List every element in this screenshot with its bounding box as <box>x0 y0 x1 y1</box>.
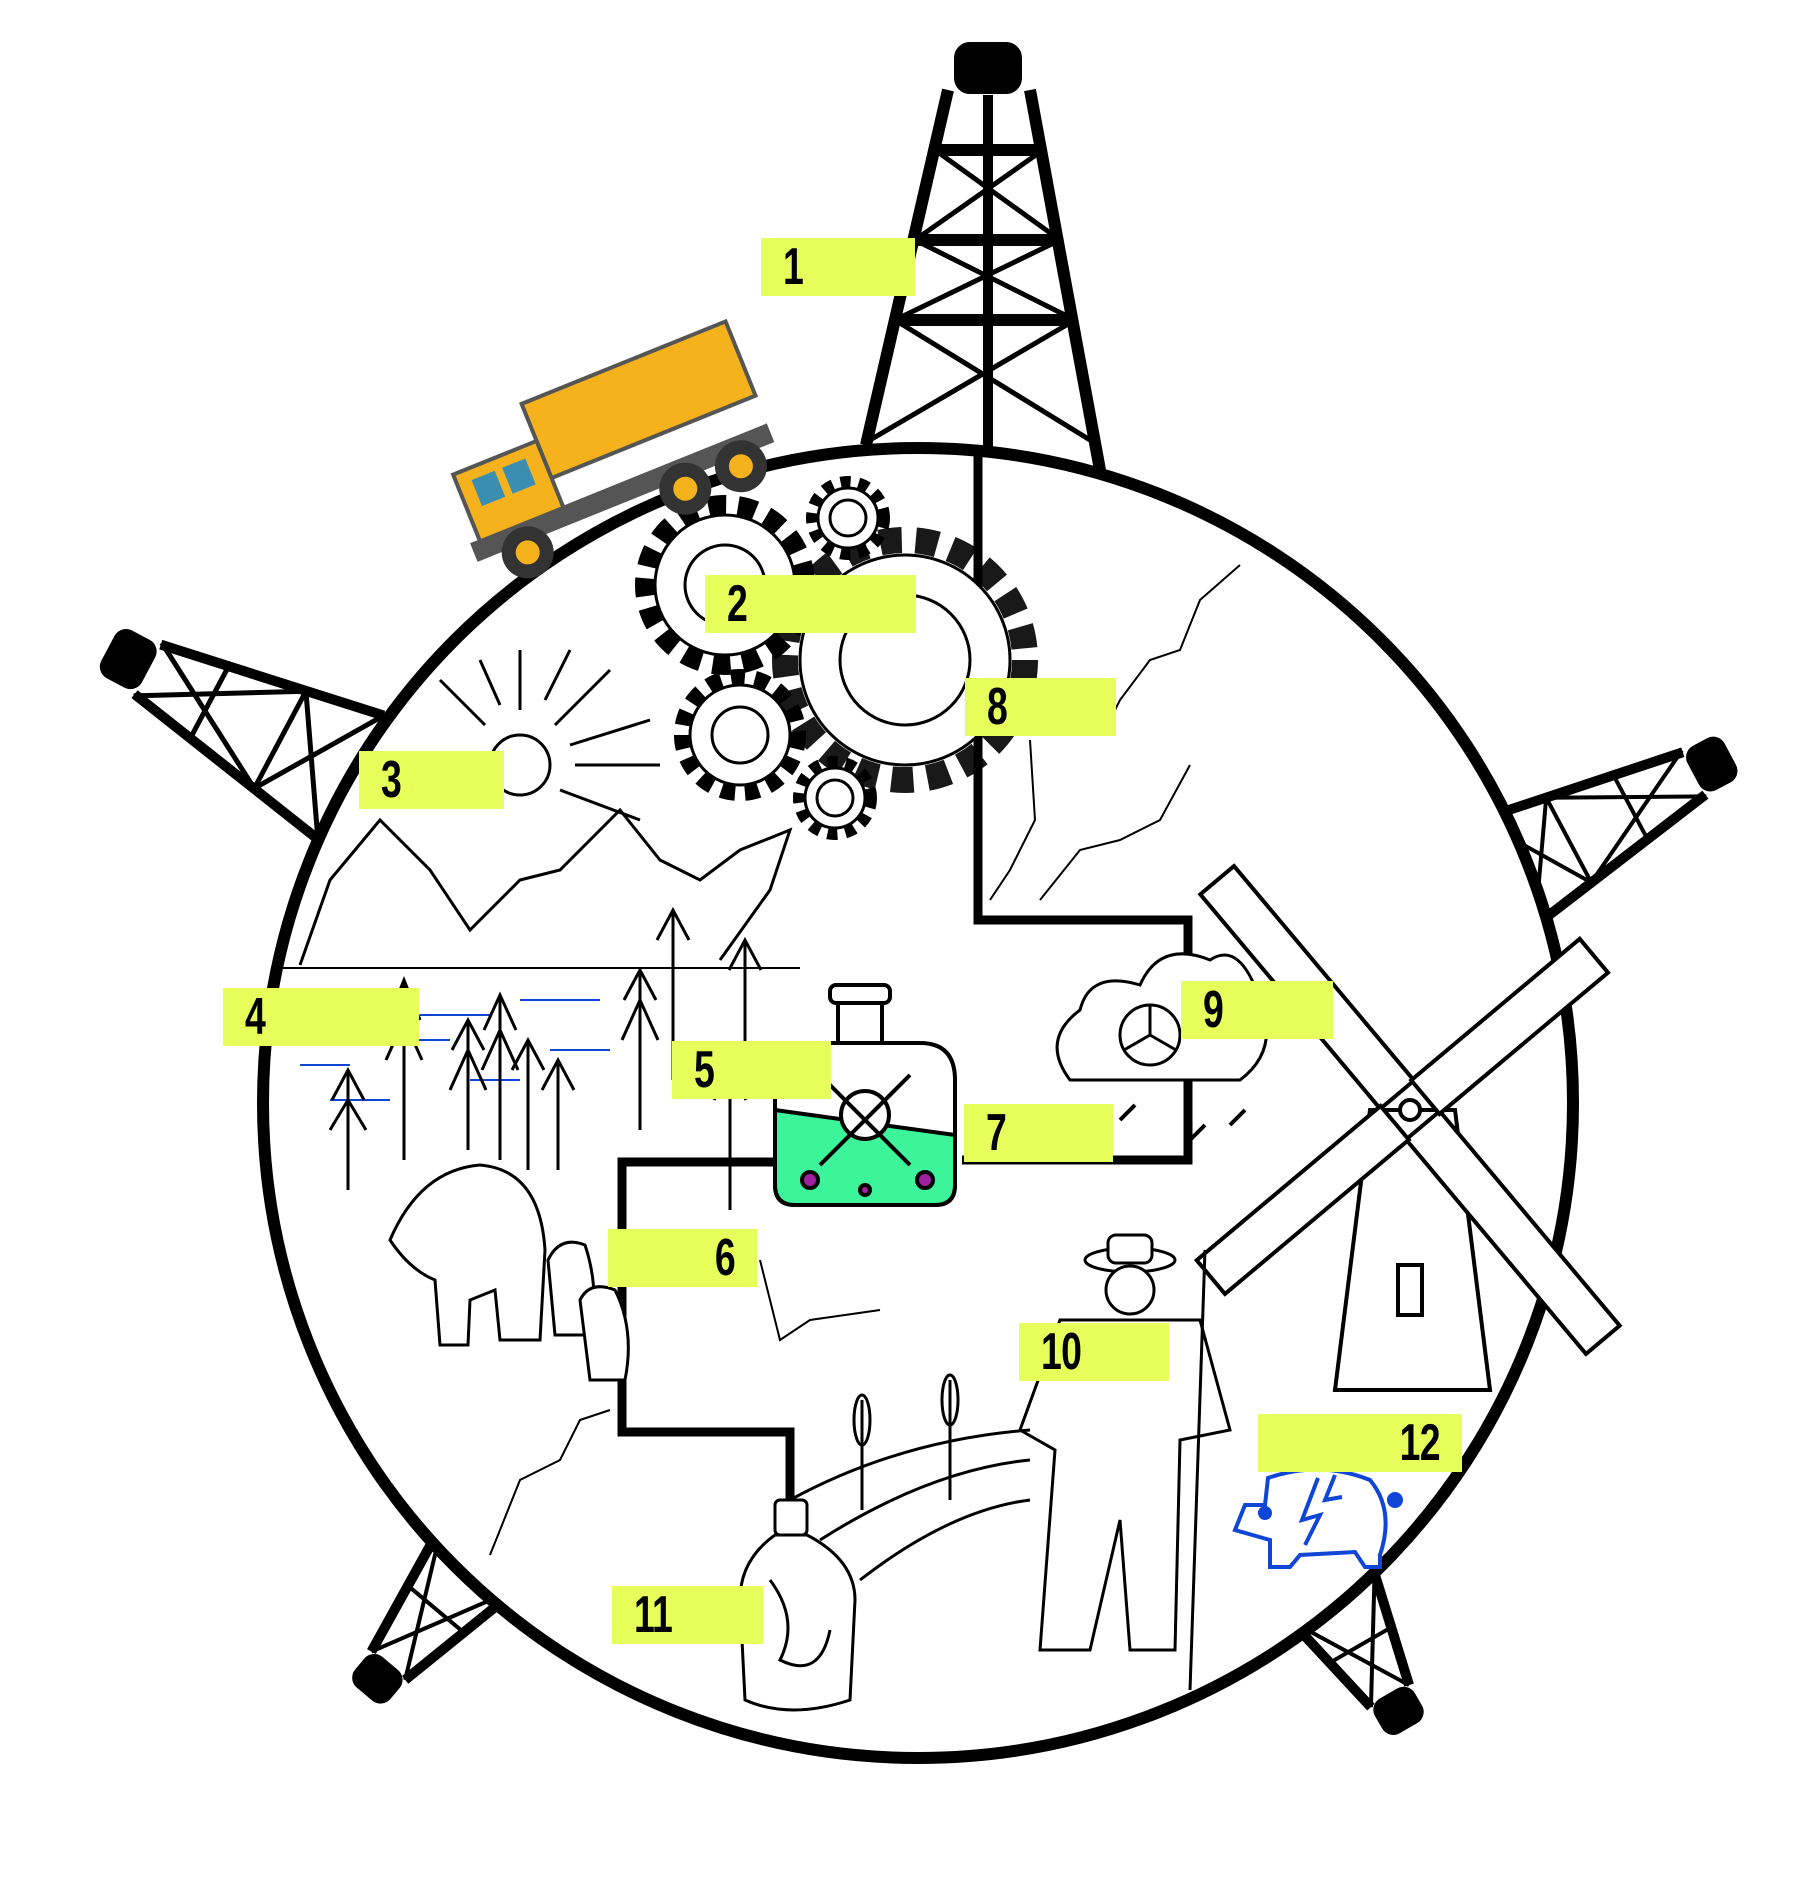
oil-derrick-bottom-right-icon <box>1287 1571 1424 1735</box>
bears-icon <box>388 1163 630 1382</box>
label-number: 8 <box>987 678 1008 736</box>
farmer-icon <box>1018 1233 1232 1691</box>
label-9: 9 <box>1181 981 1333 1039</box>
label-8: 8 <box>965 678 1116 736</box>
label-4: 4 <box>223 988 419 1046</box>
label-5: 5 <box>672 1041 831 1099</box>
label-10: 10 <box>1019 1323 1169 1381</box>
label-1: 1 <box>761 238 915 296</box>
label-number: 5 <box>694 1041 715 1099</box>
label-6: 6 <box>608 1229 757 1287</box>
label-11: 11 <box>612 1586 763 1644</box>
label-number: 7 <box>986 1104 1007 1162</box>
label-number: 11 <box>634 1586 673 1644</box>
piggy-bank-icon <box>1232 1467 1403 1569</box>
wheat-field-icon <box>789 1373 1031 1582</box>
sun-icon <box>438 649 660 822</box>
label-number: 9 <box>1203 981 1224 1039</box>
label-12: 12 <box>1258 1414 1462 1472</box>
label-number: 1 <box>783 238 804 296</box>
label-number: 4 <box>245 988 266 1046</box>
label-2: 2 <box>705 575 916 633</box>
polluted-bottle-icon <box>738 1498 857 1712</box>
label-7: 7 <box>964 1104 1113 1162</box>
oil-derrick-right-icon <box>1477 736 1738 930</box>
label-number: 12 <box>1399 1414 1441 1472</box>
dump-truck-icon <box>450 318 775 579</box>
oil-derrick-left-icon <box>99 629 386 844</box>
label-number: 2 <box>727 575 748 633</box>
label-number: 10 <box>1041 1323 1082 1381</box>
label-number: 3 <box>381 751 402 809</box>
label-3: 3 <box>359 751 504 809</box>
oil-derrick-top-icon <box>860 42 1106 472</box>
mountains-icon <box>298 807 793 966</box>
cracks-icon <box>489 564 1241 1556</box>
label-number: 6 <box>714 1229 736 1287</box>
